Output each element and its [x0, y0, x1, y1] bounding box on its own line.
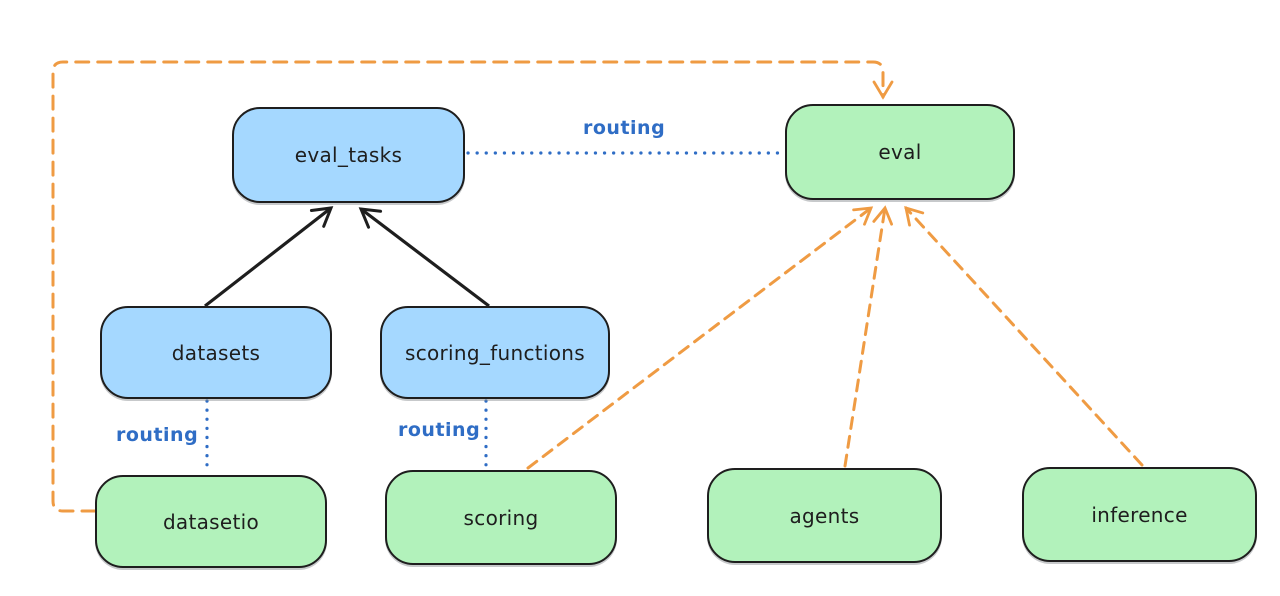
edge-scoring-functions-to-eval-tasks: [358, 207, 490, 308]
routing-label-eval-tasks-eval: routing: [583, 117, 666, 139]
node-datasets: datasets: [100, 306, 332, 399]
edge-inference-to-eval: [904, 205, 1144, 467]
edge-datasets-to-eval-tasks: [204, 206, 334, 308]
node-scoring-functions: scoring_functions: [380, 306, 610, 399]
node-datasets-label: datasets: [171, 340, 261, 365]
node-scoring-label: scoring: [463, 505, 539, 530]
edge-scoring-to-eval: [526, 206, 874, 470]
node-eval: eval: [785, 104, 1015, 200]
node-agents: agents: [707, 468, 942, 563]
node-eval-tasks-label: eval_tasks: [294, 143, 403, 167]
node-eval-tasks: eval_tasks: [232, 107, 465, 203]
node-eval-label: eval: [878, 140, 922, 164]
routing-label-scoring-functions-scoring: routing: [398, 419, 481, 441]
node-datasetio-label: datasetio: [162, 509, 260, 534]
edge-agents-to-eval: [843, 205, 893, 468]
node-inference: inference: [1022, 467, 1257, 562]
node-scoring: scoring: [385, 470, 617, 565]
node-inference-label: inference: [1091, 502, 1188, 527]
node-agents-label: agents: [789, 503, 860, 528]
edge-datasetio-to-eval: [51, 60, 894, 513]
routing-label-datasets-datasetio: routing: [116, 424, 199, 446]
node-scoring-functions-label: scoring_functions: [404, 340, 586, 365]
node-datasetio: datasetio: [95, 475, 327, 568]
